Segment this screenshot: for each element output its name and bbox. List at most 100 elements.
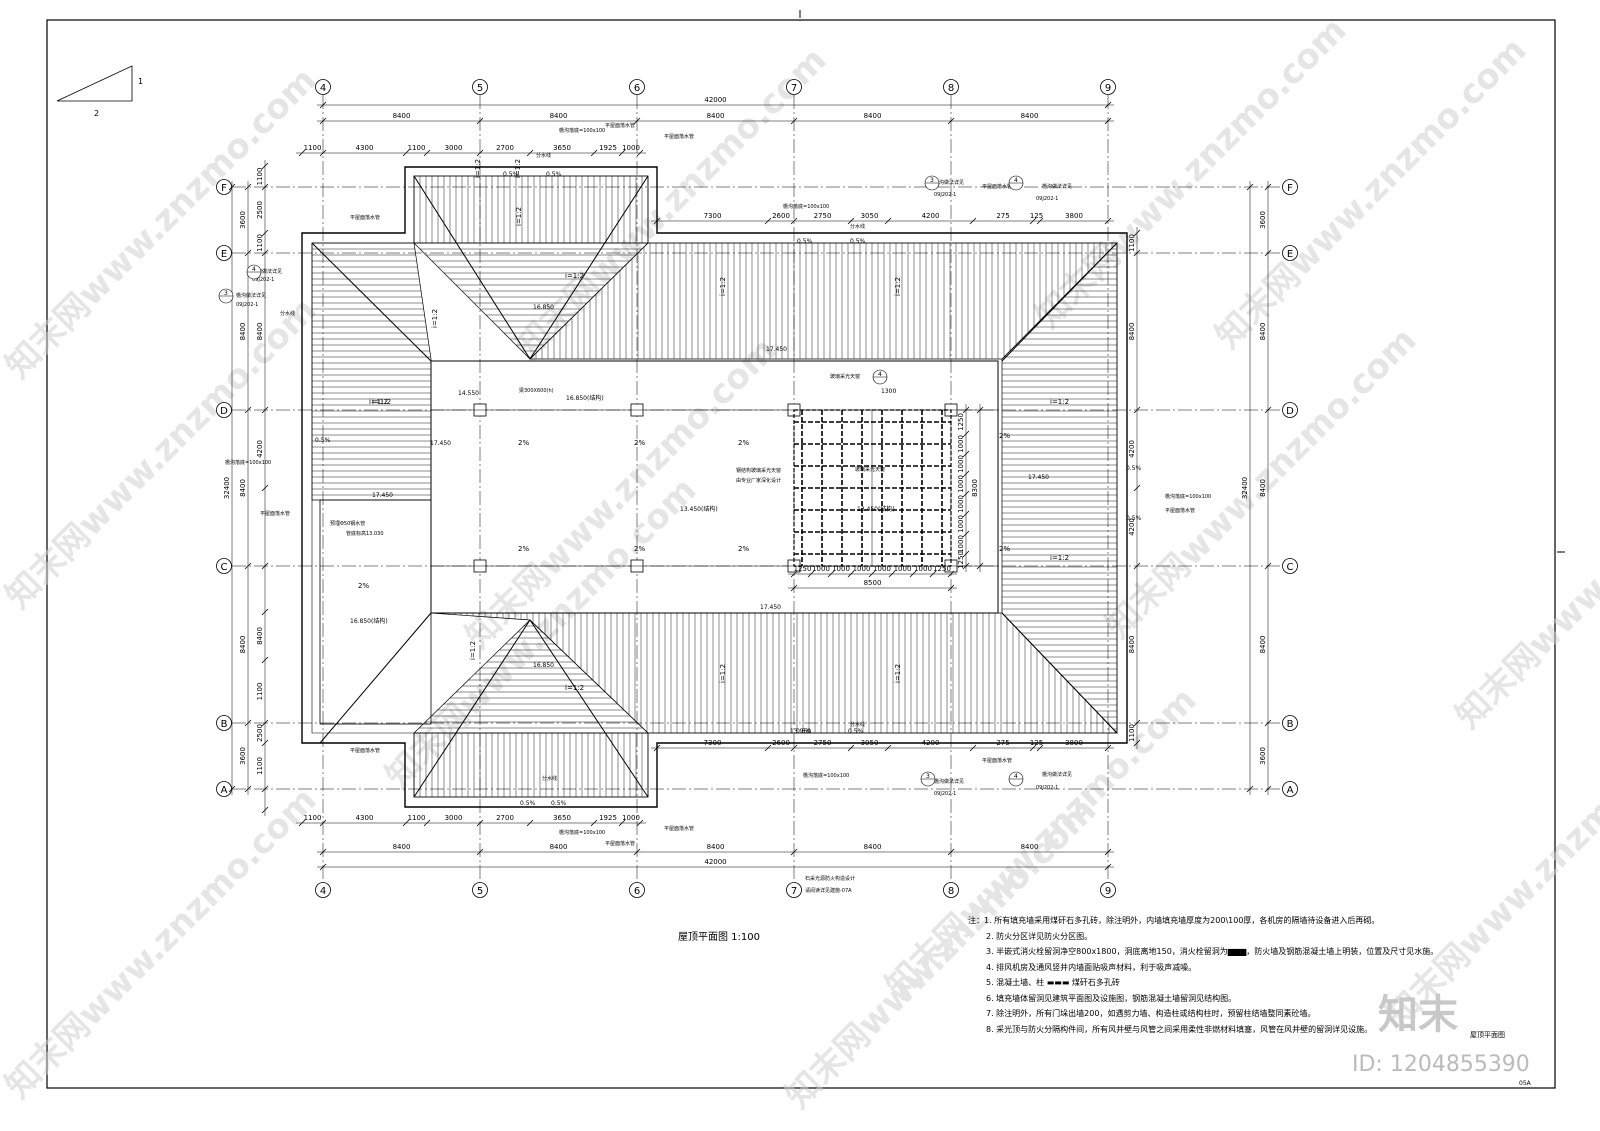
dim-tick xyxy=(476,819,484,827)
dim-label: 8400 xyxy=(1021,843,1039,851)
dim-label: 1000 xyxy=(914,565,932,573)
axis-label: 4 xyxy=(320,886,326,897)
slope-label: 2% xyxy=(738,439,749,447)
elevation-label: 16.850 xyxy=(533,304,554,311)
dim-tick xyxy=(962,490,970,498)
slope-label: 2% xyxy=(518,545,529,553)
axis-bubble xyxy=(315,882,331,898)
divide-line-label: 分水线 xyxy=(542,775,557,782)
axis-label: C xyxy=(1287,562,1294,573)
dim-tick xyxy=(261,785,269,793)
note-item: 注：1. 所有填充墙采用煤矸石多孔砖，除注明外，内墙填充墙厚度为200\100厚… xyxy=(968,916,1380,925)
dim-tick xyxy=(969,744,977,752)
axis-bubble xyxy=(1282,781,1298,797)
hip-line xyxy=(529,619,649,798)
dim-tick xyxy=(298,819,306,827)
axis-bubble xyxy=(1282,245,1298,261)
dim-label: 8400 xyxy=(550,843,568,851)
dim-label: 3800 xyxy=(1065,739,1083,747)
dim-tick xyxy=(1264,785,1272,793)
dim-tick xyxy=(962,550,970,558)
slope-label: i=1:2 xyxy=(565,272,584,280)
dim-tick xyxy=(888,570,896,578)
dim-label: 2600 xyxy=(772,212,790,220)
dim-label: 4200 xyxy=(1128,440,1136,458)
drain-label: 平屋面落水管 xyxy=(350,747,380,754)
reference-number: 3 xyxy=(224,290,228,297)
slope-label: 0.5% xyxy=(797,238,813,245)
dim-tick xyxy=(633,117,641,125)
axis-label: F xyxy=(1287,183,1293,194)
axis-label: 6 xyxy=(634,886,640,897)
dim-label: 1000 xyxy=(957,455,965,473)
dim-tick xyxy=(228,183,236,191)
svg-text:知末网www.znzmo.com: 知末网www.znzmo.com xyxy=(1028,10,1354,336)
dim-tick xyxy=(1104,101,1112,109)
axis-label: E xyxy=(1287,249,1293,260)
dim-tick xyxy=(261,656,269,664)
dim-tick xyxy=(244,183,252,191)
svg-text:知末网www.znzmo.com: 知末网www.znzmo.com xyxy=(378,470,704,796)
dim-label: 8500 xyxy=(864,579,882,587)
dim-label: 1000 xyxy=(873,565,891,573)
slope-label: i=1:2 xyxy=(372,398,391,406)
dim-tick xyxy=(633,848,641,856)
drain-label: 平屋面落水管 xyxy=(260,510,290,517)
dim-label: 1100 xyxy=(1128,234,1136,252)
drain-label: 平屋面落水管 xyxy=(350,214,380,221)
dim-label: 1000 xyxy=(957,495,965,513)
slope-edge xyxy=(311,242,432,501)
slope-label: 0.5% xyxy=(546,171,562,178)
dim-tick xyxy=(319,848,327,856)
axis-bubble xyxy=(786,79,802,95)
dim-tick xyxy=(653,744,661,752)
axis-label: C xyxy=(221,562,228,573)
hip-line xyxy=(529,175,649,360)
dim-tick xyxy=(947,570,955,578)
axis-label: 4 xyxy=(320,83,326,94)
sheet-number: 05A xyxy=(1519,1080,1531,1087)
slope-label: 2% xyxy=(738,545,749,553)
dim-tick xyxy=(764,744,772,752)
dim-tick xyxy=(244,562,252,570)
skylight-grid xyxy=(793,409,952,567)
elevation-label: 16.850(结构) xyxy=(350,617,388,625)
dim-label: 1250 xyxy=(957,551,965,569)
axis-bubble xyxy=(1282,558,1298,574)
axis-bubble xyxy=(216,245,232,261)
axis-bubble xyxy=(943,882,959,898)
axis-bubble xyxy=(472,79,488,95)
dim-tick xyxy=(884,217,892,225)
dim-tick xyxy=(790,117,798,125)
dim-label: 275 xyxy=(996,739,1009,747)
dim-label: 2700 xyxy=(496,814,514,822)
fire-note: 请阅读详见建施-07A xyxy=(805,887,852,894)
dim-tick xyxy=(807,570,815,578)
elevation-label: 13.950 xyxy=(790,728,811,735)
dim-label: 1250 xyxy=(933,565,951,573)
dim-tick xyxy=(244,406,252,414)
dim-label: 42000 xyxy=(704,858,726,866)
ref-label: 檐沟做法详见 xyxy=(1042,771,1072,778)
dim-label: 8400 xyxy=(864,112,882,120)
axis-bubble xyxy=(629,79,645,95)
dim-label: 8400 xyxy=(1259,479,1267,497)
reference-number: 4 xyxy=(1014,773,1018,780)
dim-label: 4200 xyxy=(256,440,264,458)
slope-label: 0.5% xyxy=(796,728,812,735)
dim-tick xyxy=(636,819,644,827)
dim-tick xyxy=(847,570,855,578)
dim-label: 1100 xyxy=(408,144,426,152)
dim-label: 4200 xyxy=(1128,518,1136,536)
dim-tick xyxy=(909,570,917,578)
sheet-border xyxy=(46,19,1556,1089)
dim-tick xyxy=(962,406,970,414)
brand-logo: 知末 xyxy=(1378,992,1458,1038)
slope-label: 0.5% xyxy=(503,171,519,178)
dim-label: 4200 xyxy=(922,212,940,220)
gutter-line xyxy=(311,175,1118,798)
dim-tick xyxy=(402,819,410,827)
dim-label: 1250 xyxy=(794,565,812,573)
roof-hatching xyxy=(311,175,1118,798)
